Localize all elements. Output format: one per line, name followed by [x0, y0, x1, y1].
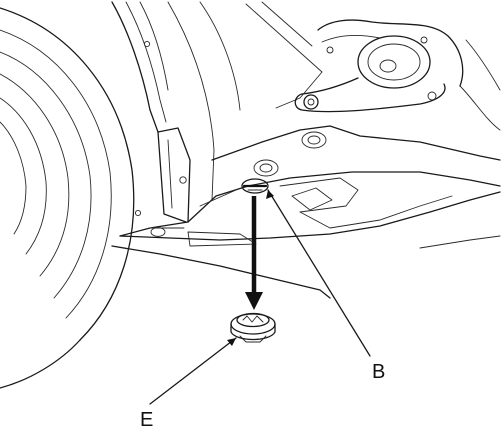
- fender-liner: [111, 1, 191, 237]
- clip-hole: [241, 178, 269, 194]
- trim-clip: [230, 312, 276, 343]
- under-tray: [111, 125, 501, 299]
- removal-arrow: [245, 196, 263, 310]
- callout-label-e: E: [140, 409, 153, 431]
- wheel-tire: [0, 7, 135, 389]
- callout-leaders: [149, 189, 371, 405]
- engine-mount: [294, 19, 501, 131]
- body-panel: [167, 1, 323, 201]
- callout-label-b: B: [372, 361, 385, 383]
